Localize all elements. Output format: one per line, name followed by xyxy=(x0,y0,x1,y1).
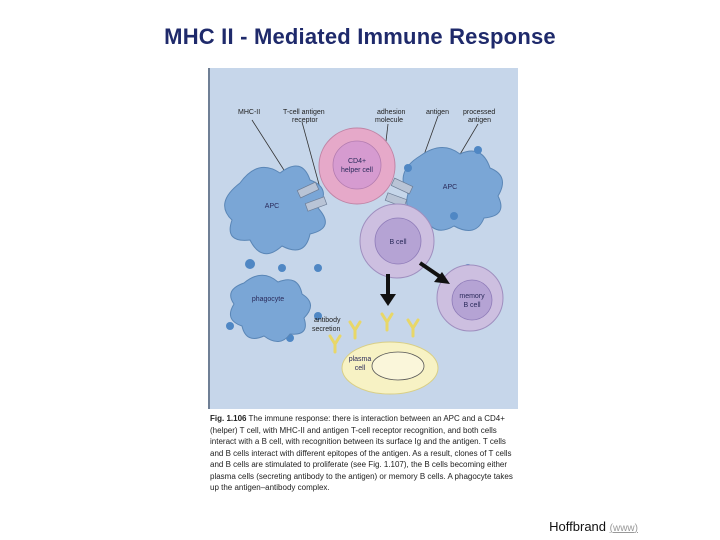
credit-close-paren: ) xyxy=(634,523,638,534)
label-processed-line2: antigen xyxy=(468,117,491,124)
label-antigen: antigen xyxy=(426,109,449,116)
label-processed-line1: processed xyxy=(463,109,495,116)
label-tcr-line2: receptor xyxy=(292,117,318,124)
label-antibody-line2: secretion xyxy=(312,326,341,333)
apc-right-cell xyxy=(402,147,503,231)
cd4-label-line1: CD4+ xyxy=(348,158,366,165)
antibodies xyxy=(328,312,420,354)
caption-text: The immune response: there is interactio… xyxy=(210,414,513,492)
differentiation-arrows xyxy=(380,261,450,306)
credit-link[interactable]: www xyxy=(612,523,635,534)
phagocyte-label: phagocyte xyxy=(252,296,284,303)
b-cell-label: B cell xyxy=(389,239,407,246)
plasma-label-line1: plasma xyxy=(349,356,372,363)
label-adhesion-line2: molecule xyxy=(375,117,403,124)
credit-author: Hoffbrand xyxy=(549,519,607,534)
apc-left-cell xyxy=(224,165,326,255)
immune-response-figure: APC APC CD4+ helper cell B cell xyxy=(208,68,518,409)
b-cell-nucleus xyxy=(374,217,422,265)
caption-fig-label: Fig. 1.106 xyxy=(210,414,247,423)
receptor-complexes xyxy=(296,177,414,212)
label-antibody-line1: antibody xyxy=(314,317,341,324)
memory-nucleus xyxy=(451,279,493,321)
slide-title: MHC II - Mediated Immune Response xyxy=(164,24,556,49)
apc-left-label: APC xyxy=(265,203,279,210)
phagocyte-cell xyxy=(229,274,311,342)
apc-right-label: APC xyxy=(443,184,457,191)
source-credit: Hoffbrand (www) xyxy=(549,519,638,534)
label-mhc2: MHC-II xyxy=(238,109,260,116)
label-tcr-line1: T-cell antigen xyxy=(283,109,325,116)
label-adhesion-line1: adhesion xyxy=(377,109,406,116)
cd4-nucleus xyxy=(332,140,382,190)
plasma-nucleus xyxy=(371,351,425,381)
memory-label-line2: B cell xyxy=(463,302,481,309)
credit-open-paren: ( xyxy=(609,523,613,534)
immune-diagram: APC APC CD4+ helper cell B cell xyxy=(224,109,504,395)
cd4-label-line2: helper cell xyxy=(341,167,373,174)
figure-caption: Fig. 1.106 The immune response: there is… xyxy=(210,413,520,494)
memory-label-line1: memory xyxy=(459,293,485,300)
plasma-label-line2: cell xyxy=(355,365,366,372)
